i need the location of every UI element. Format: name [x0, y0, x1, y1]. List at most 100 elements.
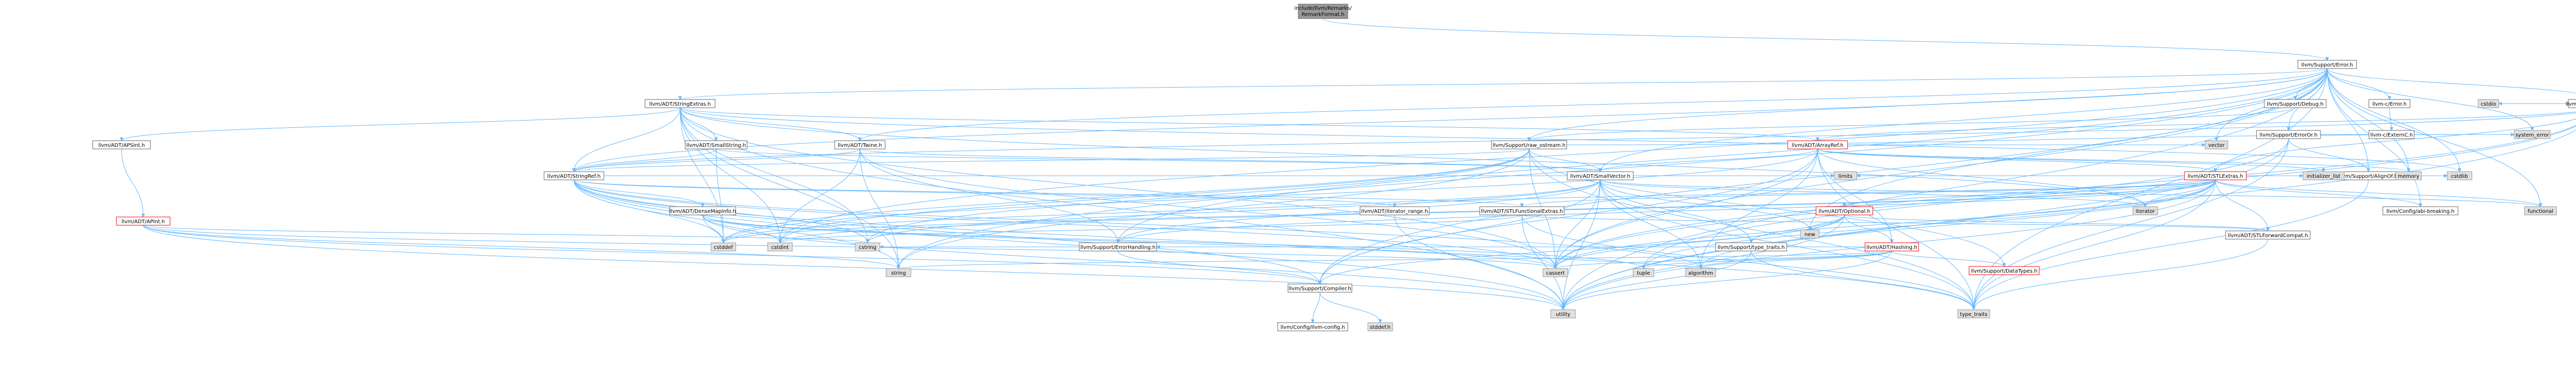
node-label: algorithm [1688, 271, 1713, 276]
node-label: string [891, 271, 906, 276]
node-erroror[interactable]: llvm/Support/ErrorOr.h [2256, 130, 2321, 139]
node-box [2184, 171, 2247, 180]
node-label: cassert [1546, 271, 1565, 276]
node-densemapinfo[interactable]: llvm/ADT/DenseMapInfo.h [669, 206, 736, 215]
edge-stlextras-to-s_functional [2215, 179, 2543, 207]
edge-erroror-to-alignof [2288, 138, 2370, 172]
edge-rawostream-to-datatypes [1529, 148, 2006, 267]
edge-error-to-errorh [2327, 68, 2392, 100]
edge-error-to-stringext [679, 68, 2328, 100]
node-label: utility [1556, 312, 1571, 317]
edge-stringext-to-s_iterator [680, 107, 2147, 207]
node-datatypes[interactable]: llvm/Support/DataTypes.h [1969, 266, 2040, 275]
node-label: type_traits [1960, 312, 1987, 317]
node-stlfwd[interactable]: llvm/ADT/STLForwardCompat.h [2225, 230, 2311, 240]
edge-stringext-to-arrayref [680, 107, 1820, 141]
node-box [544, 171, 604, 180]
edge-stlextras-to-iterrange [1393, 179, 2216, 207]
node-label: llvm/ADT/STLFunctionalExtras.h [1481, 209, 1563, 214]
edge-alignof-to-s_typetraits [1972, 179, 2369, 310]
edge-densemapinfo-to-s_tuple [702, 214, 1646, 269]
edge-stlextras-to-stlfwd [2215, 179, 2270, 231]
node-label: llvm/Support/Error.h [2301, 62, 2353, 68]
node-debug[interactable]: llvm/Support/Debug.h [2264, 99, 2327, 108]
node-hashing[interactable]: llvm/ADT/Hashing.h [1865, 242, 1919, 252]
node-s_cstdint: cstdint [767, 242, 793, 252]
node-stlextras[interactable]: llvm/ADT/STLExtras.h [2184, 171, 2247, 180]
edge-stringext-to-apsint [120, 107, 681, 141]
node-alignof[interactable]: llvm/Support/AlignOf.h [2336, 171, 2401, 180]
edge-arrayref-to-s_typetraits [1817, 148, 1976, 310]
edge-smallstring-to-smallvector [716, 148, 1602, 172]
edge-arrayref-to-s_cstddef [721, 148, 1818, 243]
edge-twine-to-s_cassert [859, 148, 1557, 269]
node-s_stddef: stddef.h [1367, 322, 1393, 331]
node-label: functional [2528, 209, 2553, 214]
node-errorh[interactable]: llvm-c/Error.h [2368, 99, 2411, 108]
edge-stringref-to-compiler [573, 179, 1322, 285]
edge-stringext-to-s_cstddef [680, 107, 725, 243]
node-arrayref[interactable]: llvm/ADT/ArrayRef.h [1787, 140, 1848, 149]
edge-error-to-s_systemerror [2327, 68, 2534, 131]
node-apint[interactable]: llvm/ADT/APInt.h [116, 216, 171, 226]
node-label: vector [2208, 143, 2225, 148]
node-label: tuple [1637, 271, 1650, 276]
node-box [1685, 268, 1716, 277]
node-apsint[interactable]: llvm/ADT/APSInt.h [92, 140, 151, 149]
node-compiler[interactable]: llvm/Support/Compiler.h [1287, 283, 1352, 293]
edge-optional-to-stlfwd [1844, 214, 2270, 231]
edge-layer [120, 18, 2576, 323]
node-s_algorithm: algorithm [1685, 268, 1716, 277]
node-error[interactable]: llvm/Support/Error.h [2297, 60, 2357, 69]
node-smallstring[interactable]: llvm/ADT/SmallString.h [685, 140, 748, 149]
node-errhandling[interactable]: llvm/Support/ErrorHandling.h [1079, 242, 1157, 252]
edge-error-to-smallvector [1598, 68, 2328, 172]
node-s_cstdlib: cstdlib [2447, 171, 2472, 180]
node-label: llvm/ADT/STLForwardCompat.h [2228, 233, 2308, 239]
edge-debug-to-rawostream [1527, 107, 2296, 141]
edge-stringext-to-s_cstring [680, 107, 870, 243]
edge-error-to-alignof [2327, 68, 2370, 172]
node-optional[interactable]: llvm/ADT/Optional.h [1816, 206, 1873, 215]
edge-stlextras-to-errhandling [1116, 179, 2216, 243]
node-s_tuple: tuple [1633, 268, 1654, 277]
node-label: llvm/Support/AlignOf.h [2340, 174, 2398, 179]
node-iterrange[interactable]: llvm/ADT/iterator_range.h [1360, 206, 1430, 215]
node-s_string: string [886, 268, 911, 277]
node-label: llvm/ADT/APInt.h [122, 219, 165, 225]
node-format[interactable]: llvm/Support/Format.h [2566, 99, 2576, 108]
node-box [1367, 322, 1393, 331]
node-rawostream[interactable]: llvm/Support/raw_ostream.h [1491, 140, 1567, 149]
edge-stlextras-to-abibreaking [2215, 179, 2422, 207]
node-box [2256, 130, 2321, 139]
node-smallvector[interactable]: llvm/ADT/SmallVector.h [1567, 171, 1634, 180]
edge-stlextras-to-s_typetraits [1972, 179, 2216, 310]
edge-smallvector-to-s_cstring [866, 179, 1601, 243]
edge-densemapinfo-to-s_cstddef [702, 214, 725, 243]
node-box [1957, 309, 1990, 319]
edge-hashing-to-s_tuple [1641, 250, 1892, 269]
node-llvmconfig[interactable]: llvm/Config/llvm-config.h [1277, 322, 1348, 331]
node-stlfunc[interactable]: llvm/ADT/STLFunctionalExtras.h [1479, 206, 1565, 215]
edge-error-to-s_utility [1561, 68, 2328, 310]
node-box [685, 140, 748, 149]
node-box [710, 242, 736, 252]
node-label: llvm/ADT/STLExtras.h [2188, 174, 2243, 179]
edge-arrayref-to-s_iterator [1817, 148, 2147, 207]
edge-compiler-to-s_stddef [1319, 292, 1382, 323]
node-box [1834, 171, 1857, 180]
node-s_cstddef: cstddef [710, 242, 736, 252]
node-box [116, 216, 171, 226]
node-box [2382, 206, 2459, 215]
node-stringref[interactable]: llvm/ADT/StringRef.h [544, 171, 604, 180]
node-stringext[interactable]: llvm/ADT/StringExtras.h [645, 99, 716, 108]
node-twine[interactable]: llvm/ADT/Twine.h [834, 140, 886, 149]
node-label: llvm/Support/Format.h [2566, 102, 2576, 107]
node-box [2205, 140, 2228, 149]
edge-stringref-to-s_utility [573, 179, 1565, 310]
node-externc[interactable]: llvm-c/ExternC.h [2368, 130, 2415, 139]
node-label: stddef.h [1370, 325, 1391, 330]
node-typetraits[interactable]: llvm/Support/type_traits.h [1715, 242, 1787, 252]
node-abibreaking[interactable]: llvm/Config/abi-breaking.h [2382, 206, 2459, 215]
edge-hashing-to-s_algorithm [1699, 250, 1892, 269]
